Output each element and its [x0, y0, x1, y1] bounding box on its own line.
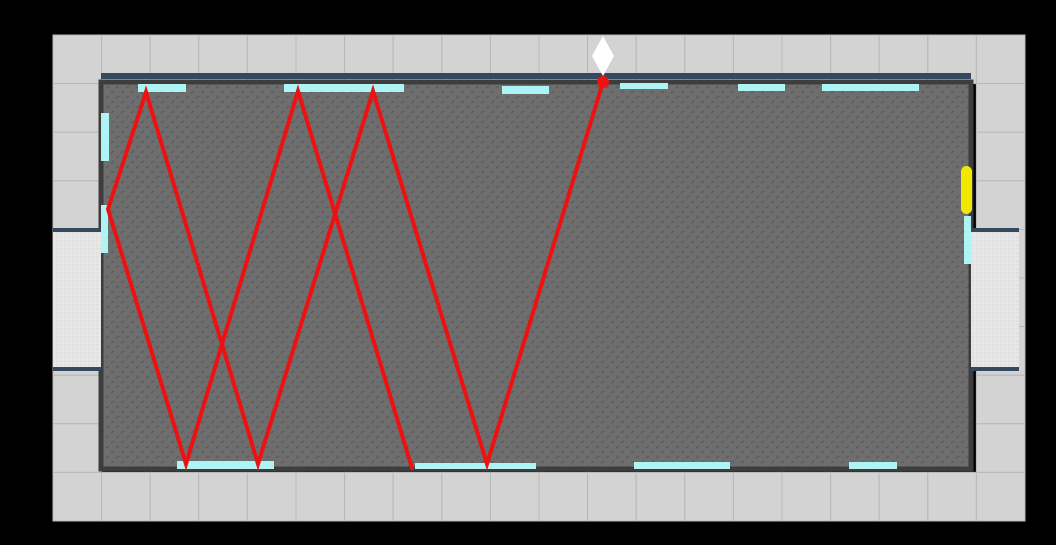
wall-tile — [830, 471, 880, 522]
wall-tile — [344, 471, 394, 522]
mirror-panel[interactable] — [634, 462, 730, 469]
wall-tile — [975, 471, 1026, 522]
wall-tile — [52, 423, 103, 473]
mirror-panel[interactable] — [849, 462, 897, 469]
red-dot-laser-origin-icon — [597, 76, 609, 88]
steel-rails — [53, 73, 1019, 371]
wall-tile — [975, 374, 1026, 425]
wall-tile — [52, 83, 103, 133]
right-side-door — [971, 232, 1019, 367]
mirror-panels — [101, 83, 971, 469]
wall-tile — [52, 180, 103, 230]
mirror-panel[interactable] — [138, 84, 186, 92]
wall-tile — [975, 131, 1026, 182]
yellow-oval-laser-receiver-icon[interactable] — [961, 166, 972, 214]
mirror-panel[interactable] — [502, 86, 549, 94]
wall-tile — [975, 423, 1026, 473]
left-door-rail-top — [53, 228, 101, 232]
mirror-panel[interactable] — [415, 463, 536, 469]
mirror-panel[interactable] — [822, 84, 919, 91]
left-side-door — [53, 232, 101, 367]
wall-tile — [684, 471, 734, 522]
wall-tile — [927, 471, 977, 522]
wall-tile — [975, 180, 1026, 230]
wall-tile — [489, 471, 540, 522]
mirror-panel[interactable] — [177, 461, 274, 469]
wall-tile — [392, 471, 443, 522]
wall-tile — [975, 34, 1026, 85]
top-steel-rail — [101, 73, 971, 79]
left-door-rail-bottom — [53, 367, 101, 371]
wall-tile — [781, 471, 832, 522]
wall-tile — [538, 471, 589, 522]
mirror-panel[interactable] — [620, 83, 668, 89]
mirror-panel[interactable] — [964, 216, 971, 264]
mirror-panel[interactable] — [738, 84, 785, 91]
wall-tile — [878, 471, 929, 522]
right-door-rail-bottom — [971, 367, 1019, 371]
wall-tile — [295, 471, 346, 522]
wall-tile — [246, 471, 297, 522]
laser-beam — [105, 80, 605, 471]
wall-tile — [198, 471, 248, 522]
mirror-panel[interactable] — [101, 113, 109, 161]
floor-area — [101, 82, 971, 469]
wall-tile — [975, 83, 1026, 133]
wall-tile — [52, 374, 103, 425]
right-door-rail-top — [971, 228, 1019, 232]
white-diamond-laser-emitter-icon[interactable] — [592, 36, 614, 76]
wall-tile — [52, 471, 103, 522]
wall-tile — [149, 471, 200, 522]
wall-tile — [732, 471, 783, 522]
mirror-panel[interactable] — [101, 205, 108, 253]
mirror-panel[interactable] — [284, 84, 404, 92]
wall-tile — [52, 34, 103, 85]
wall-tile — [635, 471, 686, 522]
wall-tile — [587, 471, 637, 522]
wall-tile — [101, 471, 151, 522]
wall-tile — [52, 131, 103, 182]
wall-tile — [441, 471, 491, 522]
